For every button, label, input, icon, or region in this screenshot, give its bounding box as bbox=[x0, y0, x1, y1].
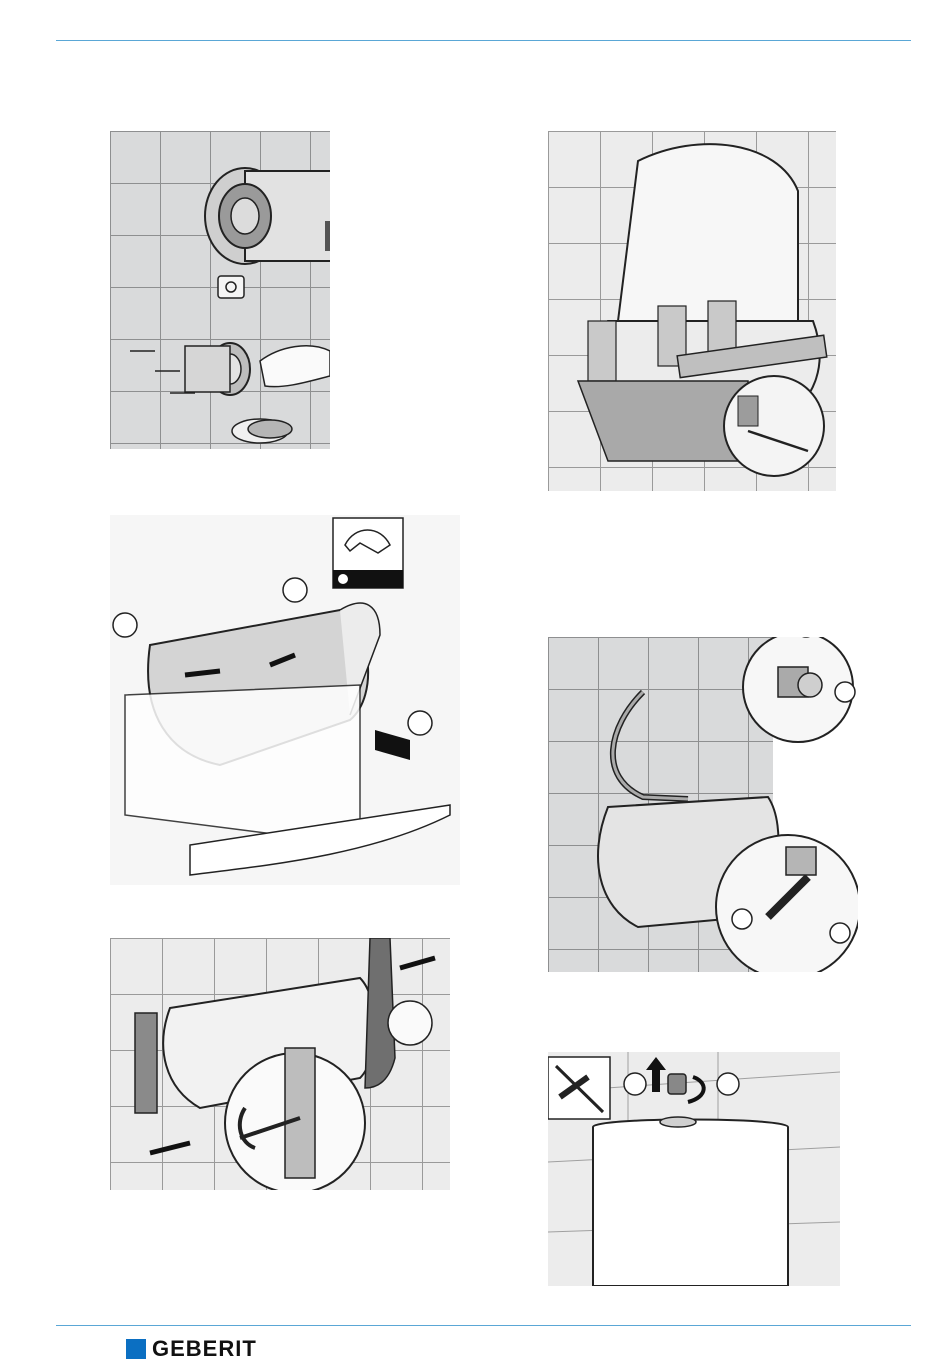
header-rule bbox=[56, 40, 911, 41]
cover-removal-icon bbox=[110, 938, 450, 1190]
cistern-valve-icon bbox=[548, 1052, 840, 1286]
illustration-water-hose-connection bbox=[548, 637, 858, 972]
pipe-connector-icon bbox=[110, 131, 330, 449]
brand-logo: GEBERIT bbox=[126, 1338, 257, 1360]
seat-level-icon bbox=[548, 131, 836, 491]
illustration-cistern-valve bbox=[548, 1052, 840, 1286]
hose-valve-icon bbox=[548, 637, 858, 972]
illustration-seat-leveling bbox=[548, 131, 836, 491]
illustration-ceramic-mounting bbox=[110, 515, 460, 885]
logo-square-icon bbox=[126, 1339, 146, 1359]
illustration-wall-pipe-connection bbox=[110, 131, 330, 449]
illustration-side-cover-removal bbox=[110, 938, 450, 1190]
brand-name: GEBERIT bbox=[152, 1338, 257, 1360]
ceramic-mount-icon bbox=[110, 515, 460, 885]
footer-rule bbox=[56, 1325, 911, 1326]
